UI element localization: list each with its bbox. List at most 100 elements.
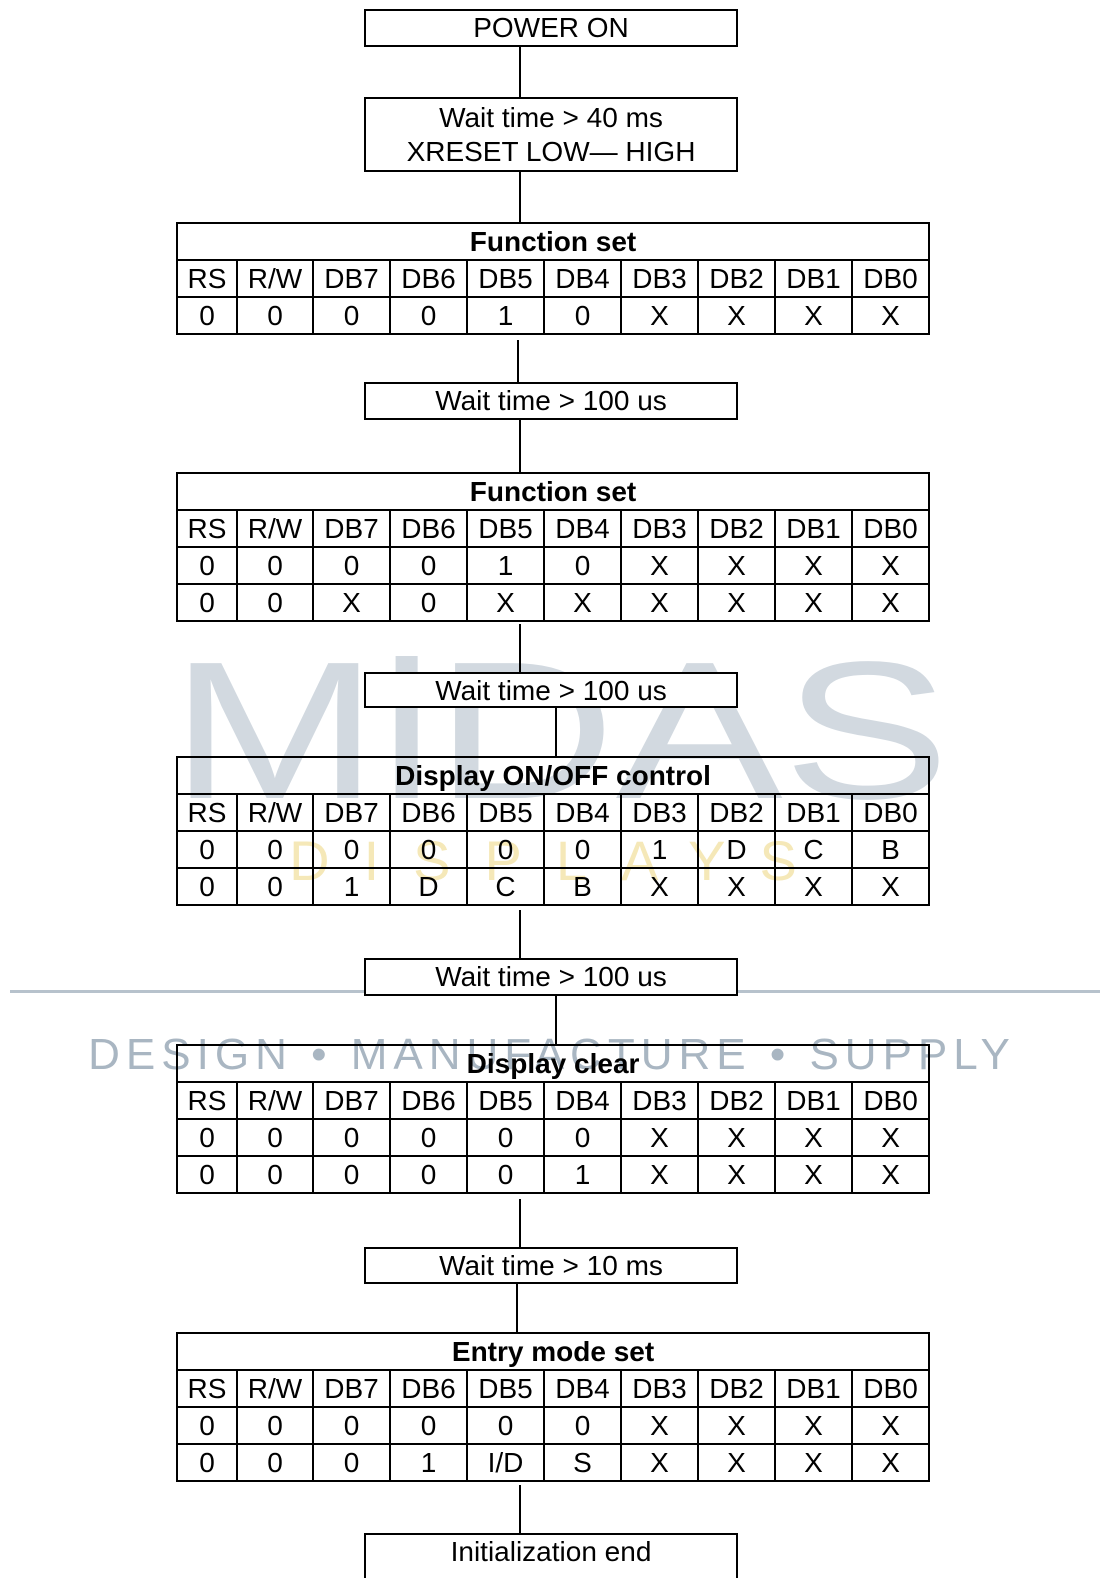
column-header: RS: [176, 1369, 238, 1408]
bit-cell: 0: [176, 546, 238, 585]
bit-cell: X: [697, 1406, 776, 1445]
wait-10ms-box: Wait time > 10 ms: [364, 1247, 738, 1284]
bit-cell: 0: [236, 296, 314, 335]
bit-cell: 0: [236, 583, 314, 622]
connector: [516, 1284, 518, 1332]
bit-cell: 0: [176, 296, 238, 335]
bit-cell: X: [774, 1406, 853, 1445]
bit-cell: 0: [236, 867, 314, 906]
column-header: DB5: [466, 1081, 545, 1120]
connector: [519, 172, 521, 222]
column-header: RS: [176, 793, 238, 832]
connector: [519, 47, 521, 97]
bit-cell: X: [774, 867, 853, 906]
column-header: DB2: [697, 1081, 776, 1120]
column-header: DB1: [774, 1369, 853, 1408]
table-title: Function set: [175, 222, 931, 261]
column-header: DB5: [466, 1369, 545, 1408]
bit-cell: X: [620, 583, 699, 622]
power-on-box: POWER ON: [364, 9, 738, 47]
bit-cell: X: [774, 1118, 853, 1157]
bit-cell: 0: [389, 546, 468, 585]
bit-cell: X: [850, 583, 931, 622]
connector: [555, 708, 557, 756]
bit-cell: B: [543, 867, 622, 906]
bit-cell: C: [774, 830, 853, 869]
bit-cell: X: [851, 867, 930, 906]
connector: [519, 910, 521, 958]
bit-cell: X: [697, 867, 776, 906]
bit-cell: I/D: [466, 1443, 545, 1482]
connector: [519, 1199, 521, 1247]
bit-cell: 0: [466, 1118, 545, 1157]
bit-cell: X: [620, 1118, 699, 1157]
bit-cell: 0: [176, 830, 238, 869]
initialization-end-label: Initialization end: [450, 1536, 652, 1567]
column-header: DB7: [312, 509, 391, 548]
column-header: RS: [176, 259, 238, 298]
column-header: DB6: [389, 509, 468, 548]
column-header: DB3: [620, 1081, 699, 1120]
column-header: DB1: [774, 259, 853, 298]
bit-cell: 1: [312, 867, 391, 906]
column-header: DB1: [774, 1081, 853, 1120]
bit-cell: 0: [176, 1406, 238, 1445]
table-title: Display clear: [175, 1044, 931, 1083]
bit-cell: X: [850, 1118, 931, 1157]
bit-cell: 0: [312, 1118, 391, 1157]
bit-cell: 0: [466, 830, 545, 869]
column-header: DB0: [850, 509, 931, 548]
column-header: DB4: [543, 1081, 622, 1120]
bit-cell: 1: [620, 830, 699, 869]
bit-cell: 0: [312, 1155, 391, 1194]
bit-cell: 0: [236, 1443, 314, 1482]
bit-cell: 0: [176, 1443, 238, 1482]
xreset-label: XRESET LOW— HIGH: [406, 136, 696, 167]
bit-cell: X: [620, 1406, 699, 1445]
bit-cell: 0: [176, 583, 238, 622]
column-header: DB3: [620, 259, 699, 298]
bit-cell: 0: [466, 1406, 545, 1445]
bit-cell: X: [850, 1406, 931, 1445]
column-header: DB3: [620, 1369, 699, 1408]
column-header: R/W: [236, 259, 314, 298]
table-title: Function set: [175, 472, 931, 511]
wait-40ms-box: Wait time > 40 ms XRESET LOW— HIGH: [364, 97, 738, 172]
bit-cell: 0: [236, 1406, 314, 1445]
table-title: Entry mode set: [175, 1332, 931, 1371]
bit-cell: 0: [389, 583, 468, 622]
column-header: DB6: [389, 1081, 468, 1120]
column-header: DB4: [543, 1369, 622, 1408]
bit-cell: X: [620, 1443, 699, 1482]
column-header: DB3: [620, 509, 699, 548]
bit-cell: 0: [236, 1118, 314, 1157]
bit-cell: 0: [176, 1155, 238, 1194]
bit-cell: 0: [389, 1118, 468, 1157]
connector: [519, 1485, 521, 1533]
bit-cell: X: [543, 583, 622, 622]
column-header: DB2: [697, 259, 776, 298]
column-header: DB5: [466, 259, 545, 298]
initialization-end-box: Initialization end: [364, 1533, 738, 1578]
column-header: DB2: [697, 793, 776, 832]
bit-cell: 0: [543, 296, 622, 335]
bit-cell: S: [543, 1443, 622, 1482]
column-header: DB0: [850, 259, 931, 298]
bit-cell: 0: [389, 296, 468, 335]
bit-cell: D: [389, 867, 468, 906]
bit-cell: 0: [236, 830, 314, 869]
connector: [555, 996, 557, 1044]
column-header: DB0: [850, 1369, 931, 1408]
